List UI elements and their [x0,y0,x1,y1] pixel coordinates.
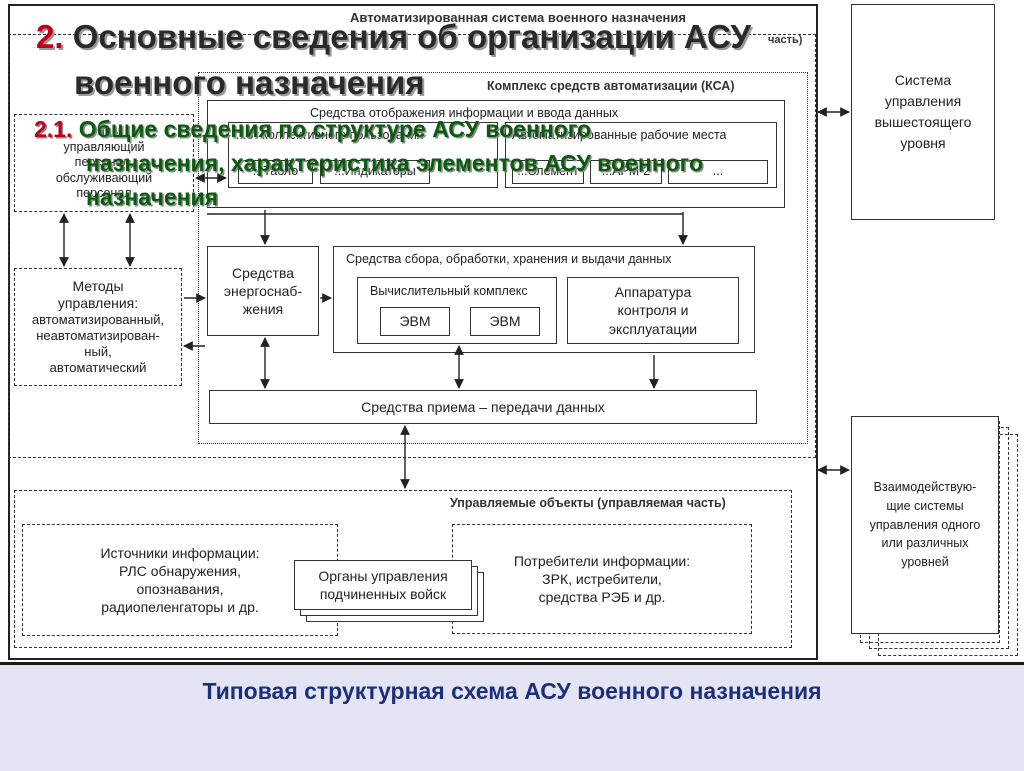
interact-line-1: Взаимодействую- [873,480,977,495]
personnel-line-5: персонал [76,186,132,201]
methods-line-6: автоматический [49,359,147,375]
slide-title-line-1: 2. Основные сведения об организации АСУ [36,18,751,56]
control-methods-box: Методы управления: автоматизированный, н… [14,268,182,386]
data-transfer-box: Средства приема – передачи данных [209,390,757,424]
power-line-2: энергоснаб- [223,282,303,299]
personnel-line-3: персонал, [74,155,134,170]
consumers-line-3: средства РЭБ и др. [538,589,666,606]
power-line-1: Средства [231,264,295,281]
computing-complex-label: Вычислительный комплекс [370,284,528,298]
ksa-frame [198,72,808,444]
subordinate-organs-box: Органы управления подчиненных войск [294,560,472,610]
control-part-frame [8,34,816,458]
evm-box-2: ЭВМ [470,307,540,336]
slide-title-text: Основные сведения об организации АСУ [72,18,751,55]
power-line-3: жения [242,301,284,318]
higher-level-system-box: Система управления вышестоящего уровня [851,4,995,220]
subtitle-line-1: 2.1. Общие сведения по структуре АСУ вое… [34,116,591,143]
subtitle-line-2: назначения, характеристика элементов АСУ… [86,150,703,176]
methods-line-1: Методы [72,278,124,295]
control-equipment-box: Аппаратура контроля и эксплуатации [567,277,739,344]
display-cell-element: ...Элемент [512,160,584,184]
managed-objects-frame [14,490,792,648]
interacting-systems-box: Взаимодействую- щие системы управления о… [851,416,999,634]
subtitle-text: Общие сведения по структуре АСУ военного [78,116,592,142]
methods-line-3: автоматизированный, [31,312,165,328]
personnel-line-1: ...ицы [87,123,121,138]
control-line-1: Аппаратура [614,284,692,301]
personnel-box: ...ицы управляющий персонал, обслуживающ… [14,114,194,212]
evm-box-1: ЭВМ [380,307,450,336]
personnel-line-4: обслуживающий [55,170,153,185]
display-arm-label: Автоматизированные рабочие места [512,128,727,142]
interact-line-3: управления одного [869,517,981,532]
consumers-line-2: ЗРК, истребители, [542,570,662,587]
control-line-2: контроля и [617,302,689,319]
personnel-line-2: управляющий [63,139,145,154]
methods-line-2: управления: [57,295,139,312]
display-subsystem-label: Средства отображения информации и ввода … [310,106,619,120]
figure-caption: Типовая структурная схема АСУ военного н… [202,678,822,704]
methods-line-5: ный, [84,344,112,360]
display-cell-tablo: ...Табло [238,160,313,184]
higher-line-1: Система [894,72,952,88]
interact-line-5: уровней [901,555,949,570]
interact-line-2: щие системы [886,498,964,513]
asu-outer-label: Автоматизированная система военного назн… [350,10,686,25]
sources-line-2: РЛС обнаружения, [118,562,242,579]
sources-line-3: опознавания, [136,581,224,597]
organs-line-1: Органы управления [318,567,448,584]
sources-line-1: Источники информации: [100,544,260,561]
data-processing-label: Средства сбора, обработки, хранения и вы… [346,252,672,266]
higher-line-4: уровня [900,135,946,151]
power-supply-box: Средства энергоснаб- жения [207,246,319,336]
asu-outer-label-tail: часть) [768,34,803,46]
organs-line-2: подчиненных войск [319,586,447,602]
higher-line-2: управления [884,93,962,109]
managed-objects-label: Управляемые объекты (управляемая часть) [450,496,726,510]
display-cell-arm2: ...АРМ-2 [590,160,662,184]
ksa-label: Комплекс средств автоматизации (КСА) [487,79,735,93]
interact-line-4: или различных [881,536,969,551]
slide-title-number: 2. [36,18,64,55]
consumers-line-1: Потребители информации: [513,552,691,569]
sources-line-4: радиопеленгаторы и др. [101,599,259,616]
display-collective-label: ...от коллективного пользования [236,128,424,142]
info-sources-box: Источники информации: РЛС обнаружения, о… [22,524,338,636]
slide-title-line-2: военного назначения [74,64,425,101]
control-line-3: эксплуатации [608,320,698,337]
higher-line-3: вышестоящего [874,114,972,130]
subtitle-line-3: назначения [86,184,219,210]
display-cell-more: ... [668,160,768,184]
display-cell-indicators: ...Индикаторы [320,160,430,184]
methods-line-4: неавтоматизирован- [36,328,160,344]
footer-band [0,662,1024,771]
info-consumers-box: Потребители информации: ЗРК, истребители… [452,524,752,634]
subtitle-number: 2.1. [34,116,73,142]
